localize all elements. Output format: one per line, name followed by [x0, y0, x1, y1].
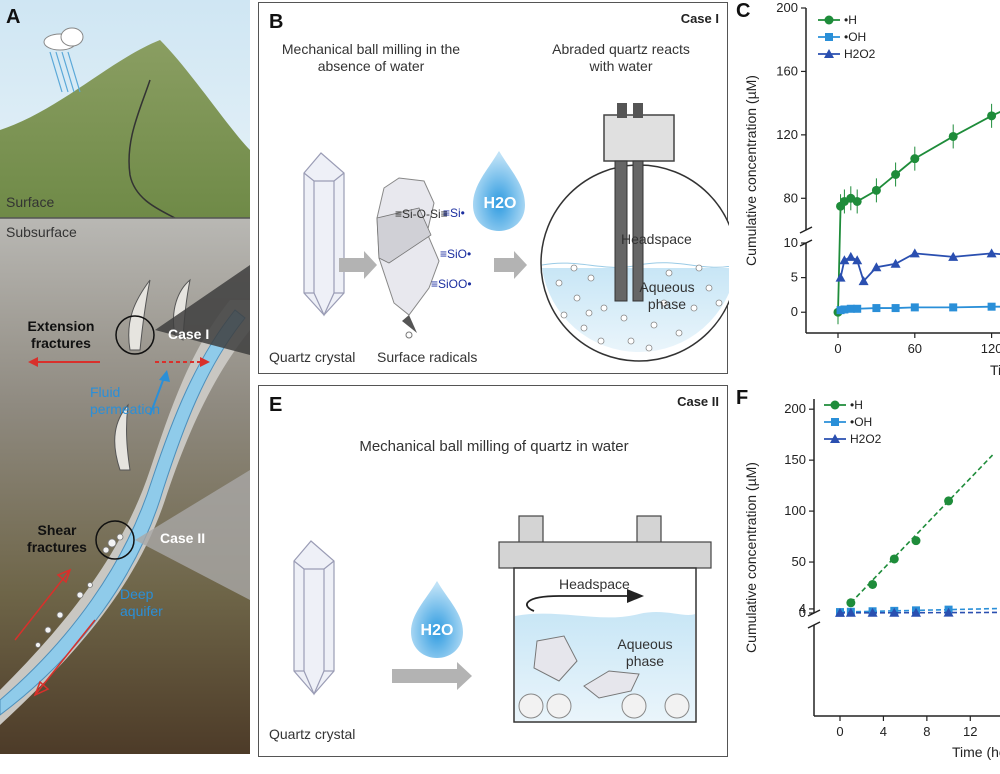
y-tick-label: 150 [784, 452, 806, 467]
x-axis-title: Time (hou [952, 744, 1000, 760]
panel-b: B Case I Mechanical ball milling in the … [258, 2, 728, 374]
fluid-permeation-label: Fluid permeation [90, 384, 180, 418]
panel-a: A Surface Subsurface Extension fractures… [0, 0, 250, 754]
x-tick-label: 8 [923, 724, 930, 739]
chart-c: 80 120 160 200 0 5 10 0 60 120Time (mi Cumulative … [730, 0, 1000, 385]
series-line [841, 307, 1000, 310]
legend-marker [825, 16, 834, 25]
ball-milling-water-title: Mechanical ball milling of quartz in wat… [259, 438, 729, 455]
abraded-quartz-icon [377, 178, 439, 338]
data-point [868, 580, 877, 589]
panel-e-letter: E [269, 394, 282, 417]
y-tick-label: 100 [784, 503, 806, 518]
data-point [872, 304, 880, 312]
legend-label: •H [850, 398, 863, 412]
y-tick-label: 10 [784, 235, 798, 250]
data-point [892, 304, 900, 312]
panel-e: E Case II Mechanical ball milling of qua… [258, 385, 728, 757]
y-axis-title: Cumulative concentration (µM) [743, 75, 759, 266]
x-tick-label: 0 [834, 341, 841, 356]
data-point [853, 305, 861, 313]
y-tick-label: 120 [776, 127, 798, 142]
h2o-label: H2O [478, 195, 522, 213]
x-tick-label: 120 [981, 341, 1000, 356]
headspace-label: Headspace [559, 576, 630, 592]
y-tick-label: 200 [776, 0, 798, 15]
x-tick-label: 12 [963, 724, 977, 739]
series-line [841, 253, 1000, 281]
water-drop-icon [473, 151, 525, 231]
y-tick-label: 80 [784, 190, 798, 205]
abraded-quartz-title: Abraded quartz reacts with water [541, 41, 701, 75]
y-tick-label: 4 [799, 601, 806, 616]
surface-label: Surface [6, 194, 54, 210]
x-tick-label: 0 [836, 724, 843, 739]
y-tick-label: 0 [791, 304, 798, 319]
surface-radicals-label: Surface radicals [377, 349, 477, 365]
quartz-crystal-label: Quartz crystal [269, 726, 355, 742]
y-axis-title: Cumulative concentration (µM) [743, 462, 759, 653]
legend-label: H2O2 [850, 432, 882, 446]
data-point [988, 303, 996, 311]
panel-e-case-tag: Case II [677, 394, 719, 409]
data-point [890, 554, 899, 563]
shear-fractures-label: Shear fractures [22, 522, 92, 556]
y-tick-label: 160 [776, 63, 798, 78]
case2-tag: Case II [160, 530, 205, 546]
deep-aquifer-label: Deep aquifer [120, 586, 180, 620]
sio-radical-label: ≡SiO• [440, 247, 471, 261]
panel-c-letter: C [736, 0, 750, 23]
legend-label: •H [844, 13, 857, 27]
si-radical-label: ≡Si• [443, 206, 465, 220]
headspace-label: Headspace [621, 231, 692, 247]
quartz-crystal-icon [294, 541, 334, 694]
subsurface-label: Subsurface [6, 224, 77, 240]
x-tick-label: 4 [880, 724, 887, 739]
legend-label: •OH [844, 30, 866, 44]
data-point [911, 303, 919, 311]
quartz-crystal-label: Quartz crystal [269, 349, 355, 365]
legend-label: •OH [850, 415, 872, 429]
h2o-label: H2O [415, 622, 459, 640]
panel-c: C 80 120 160 200 0 5 10 0 60 120Time (mi Cumulativ… [730, 0, 1000, 385]
panel-a-letter: A [6, 6, 20, 29]
aqueous-phase-label: Aqueous phase [631, 279, 703, 313]
data-point [949, 303, 957, 311]
panel-b-letter: B [269, 11, 283, 34]
geology-illustration [0, 0, 250, 754]
aqueous-phase-label: Aqueous phase [609, 636, 681, 670]
quartz-crystal-icon [304, 153, 344, 315]
sios-label: ≡Si-O-Si≡ [395, 207, 448, 221]
legend-label: H2O2 [844, 47, 876, 61]
panel-f-letter: F [736, 387, 748, 410]
legend-marker [831, 418, 839, 426]
data-point [846, 598, 855, 607]
arrow-icon [494, 251, 527, 279]
legend-marker [825, 33, 833, 41]
data-point [944, 496, 953, 505]
panel-b-case-tag: Case I [681, 11, 719, 26]
extension-fractures-label: Extension fractures [6, 318, 116, 352]
water-drop-icon [411, 581, 463, 658]
ball-mill-jar-icon [499, 516, 711, 722]
sioo-radical-label: ≡SiOO• [431, 277, 472, 291]
data-point [912, 536, 921, 545]
y-tick-label: 5 [791, 270, 798, 285]
arrow-icon [339, 251, 377, 279]
legend-marker [831, 401, 840, 410]
case1-tag: Case I [168, 326, 209, 342]
arrow-icon [392, 662, 472, 690]
ball-milling-dry-title: Mechanical ball milling in the absence o… [281, 41, 461, 75]
x-axis-title: Time (mi [990, 362, 1000, 378]
y-tick-label: 200 [784, 401, 806, 416]
x-tick-label: 60 [908, 341, 922, 356]
y-tick-label: 50 [792, 554, 806, 569]
